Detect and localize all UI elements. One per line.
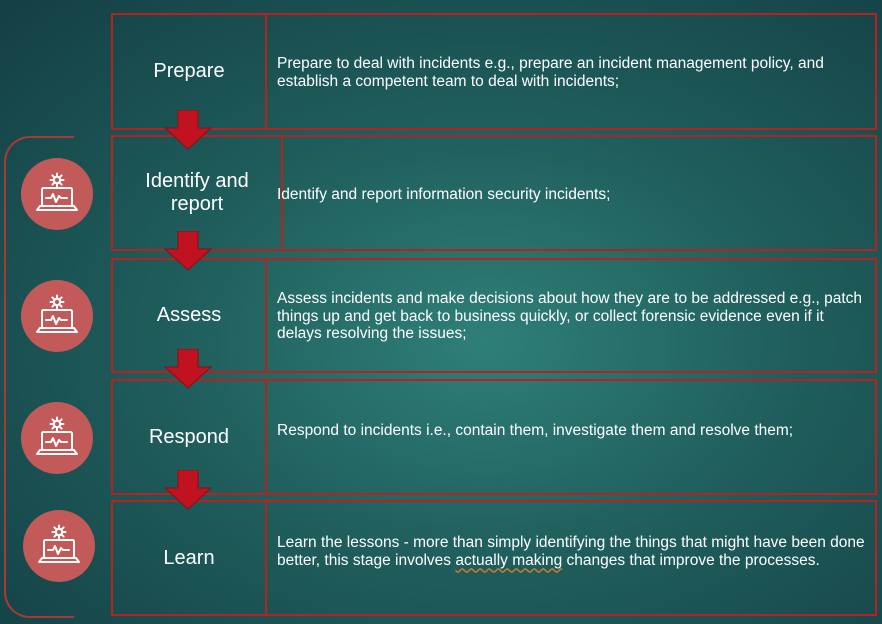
step-description: Identify and report information security… bbox=[277, 186, 611, 203]
step-label: Learn bbox=[113, 502, 267, 614]
phase-bracket bbox=[4, 136, 74, 618]
down-arrow-icon bbox=[164, 110, 212, 150]
step-respond: Respond Respond to incidents i.e., conta… bbox=[111, 379, 877, 495]
laptop-monitor-gear-icon bbox=[23, 510, 95, 582]
down-arrow-icon bbox=[164, 231, 212, 271]
laptop-monitor-gear-icon bbox=[21, 158, 93, 230]
step-description: Assess incidents and make decisions abou… bbox=[277, 290, 863, 342]
step-identify-and-report: Identify and report Identify and report … bbox=[111, 135, 877, 251]
step-learn: Learn Learn the lessons - more than simp… bbox=[111, 500, 877, 616]
step-label: Respond bbox=[113, 381, 267, 493]
step-label: Identify and report bbox=[113, 137, 283, 249]
laptop-monitor-gear-icon bbox=[21, 280, 93, 352]
step-label: Prepare bbox=[113, 15, 267, 128]
step-description: Prepare to deal with incidents e.g., pre… bbox=[277, 55, 824, 90]
step-prepare: Prepare Prepare to deal with incidents e… bbox=[111, 13, 877, 130]
step-assess: Assess Assess incidents and make decisio… bbox=[111, 258, 877, 373]
laptop-monitor-gear-icon bbox=[21, 402, 93, 474]
step-description: Respond to incidents i.e., contain them,… bbox=[277, 422, 794, 439]
down-arrow-icon bbox=[164, 349, 212, 389]
step-label: Assess bbox=[113, 260, 267, 371]
down-arrow-icon bbox=[164, 470, 212, 510]
step-description: Learn the lessons - more than simply ide… bbox=[277, 534, 865, 569]
